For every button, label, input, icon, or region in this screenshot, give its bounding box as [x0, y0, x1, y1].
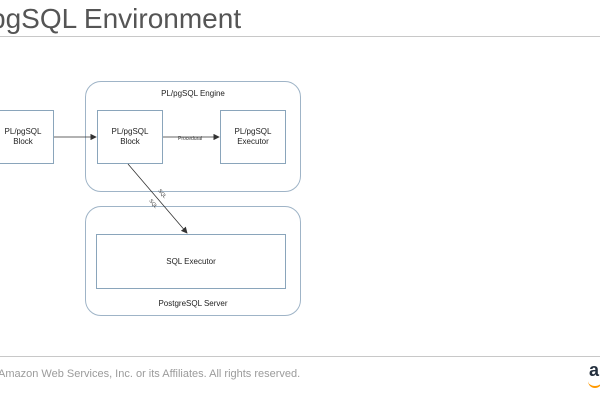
- plpgsql-engine-label: PL/pgSQL Engine: [161, 89, 225, 98]
- aws-logo-smile-icon: [588, 380, 600, 388]
- copyright-footer: Amazon Web Services, Inc. or its Affilia…: [0, 368, 301, 380]
- procedural-edge-label: Procedural: [178, 136, 203, 142]
- plpgsql-executor-label: PL/pgSQL Executor: [234, 127, 272, 146]
- title-divider: [0, 36, 600, 37]
- slide-title: pgSQL Environment: [0, 3, 242, 34]
- sql-executor: SQL Executor: [96, 234, 286, 289]
- sql-arrow: [127, 163, 188, 234]
- engine-plpgsql-block: PL/pgSQL Block: [97, 110, 163, 164]
- plpgsql-executor: PL/pgSQL Executor: [220, 110, 286, 164]
- external-plpgsql-block: PL/pgSQL Block: [0, 110, 54, 164]
- engine-plpgsql-block-label: PL/pgSQL Block: [111, 127, 149, 146]
- external-plpgsql-block-label: PL/pgSQL Block: [4, 127, 42, 146]
- footer-divider: [0, 356, 600, 357]
- postgresql-server-label: PostgreSQL Server: [158, 299, 228, 308]
- aws-logo: a: [589, 360, 600, 380]
- sql-executor-label: SQL Executor: [166, 256, 216, 266]
